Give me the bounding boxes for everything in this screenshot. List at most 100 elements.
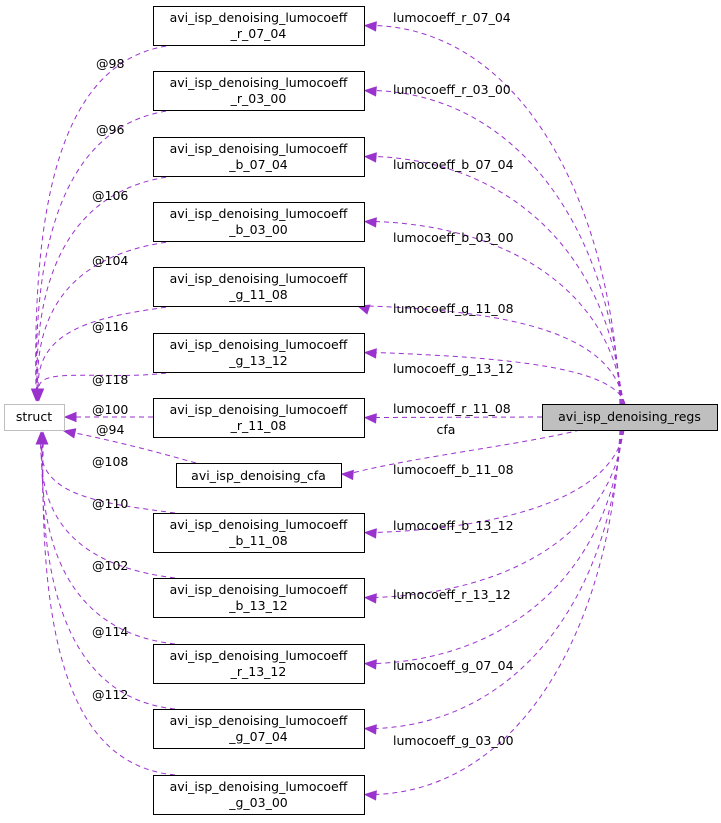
node-title-suffix: _b_13_12 xyxy=(228,598,288,613)
edge-root-to-cfa xyxy=(351,429,581,474)
node-title: avi_isp_denoising_lumocoeff xyxy=(170,271,348,286)
node-box-r_13_12[interactable] xyxy=(153,644,365,684)
node-title: avi_isp_denoising_lumocoeff xyxy=(170,582,348,597)
labels-layer: lumocoeff_r_07_04@98lumocoeff_r_03_00@96… xyxy=(92,10,514,748)
arrowhead-struct-cfa xyxy=(62,428,77,439)
node-box-root[interactable] xyxy=(542,404,718,431)
edge-root-to-r_11_08 xyxy=(375,416,543,418)
field-label-g_13_12: lumocoeff_g_13_12 xyxy=(393,361,514,376)
node-struct[interactable]: struct xyxy=(4,404,65,431)
field-label-cfa: cfa xyxy=(437,422,456,437)
node-box-b_07_04[interactable] xyxy=(153,137,365,177)
arrowhead-b_11_08 xyxy=(363,528,377,539)
edge-root-to-b_13_12 xyxy=(374,429,624,598)
node-b_07_04[interactable]: avi_isp_denoising_lumocoeff_b_07_04 xyxy=(153,137,365,177)
offset-label-b_11_08: @108 xyxy=(92,454,128,469)
node-box-r_11_08[interactable] xyxy=(153,398,365,438)
offset-label-b_07_04: @106 xyxy=(92,188,128,203)
field-label-g_11_08: lumocoeff_g_11_08 xyxy=(393,301,514,316)
edge-root-to-g_03_00 xyxy=(374,429,621,795)
edge-root-to-b_03_00 xyxy=(374,221,624,405)
edge-root-to-r_07_04 xyxy=(374,25,621,405)
edge-g_03_00-to-struct xyxy=(42,442,176,776)
node-g_03_00[interactable]: avi_isp_denoising_lumocoeff_g_03_00 xyxy=(153,775,365,815)
arrowhead-struct-g_03_00 xyxy=(37,431,49,445)
node-box-b_03_00[interactable] xyxy=(153,202,365,242)
offset-label-r_13_12: @102 xyxy=(92,558,128,573)
offset-label-cfa: @94 xyxy=(96,422,124,437)
field-label-b_13_12: lumocoeff_b_13_12 xyxy=(393,518,514,533)
offset-label-r_03_00: @96 xyxy=(96,122,124,137)
node-r_13_12[interactable]: avi_isp_denoising_lumocoeff_r_13_12 xyxy=(153,644,365,684)
arrowhead-struct-r_11_08 xyxy=(63,411,77,423)
node-box-g_03_00[interactable] xyxy=(153,775,365,815)
node-title-suffix: _b_07_04 xyxy=(228,157,288,172)
node-title-suffix: _r_07_04 xyxy=(230,26,287,41)
offset-label-b_03_00: @104 xyxy=(92,253,128,268)
field-label-g_03_00: lumocoeff_g_03_00 xyxy=(393,733,514,748)
arrowhead-g_13_12 xyxy=(363,348,377,359)
node-title: avi_isp_denoising_cfa xyxy=(191,468,326,483)
offset-label-r_07_04: @98 xyxy=(96,56,124,71)
node-title-suffix: _g_11_08 xyxy=(228,287,288,302)
node-title-suffix: _b_11_08 xyxy=(228,533,288,548)
edge-g_11_08-to-struct xyxy=(37,305,176,391)
edge-r_13_12-to-struct xyxy=(41,442,176,645)
edge-root-to-b_07_04 xyxy=(374,156,623,405)
node-title: avi_isp_denoising_lumocoeff xyxy=(170,10,348,25)
edge-g_13_12-to-struct xyxy=(38,371,176,391)
field-label-b_07_04: lumocoeff_b_07_04 xyxy=(393,157,514,172)
field-label-r_11_08: lumocoeff_r_11_08 xyxy=(393,401,511,416)
node-cfa[interactable]: avi_isp_denoising_cfa xyxy=(176,463,342,488)
node-r_11_08[interactable]: avi_isp_denoising_lumocoeff_r_11_08 xyxy=(153,398,365,438)
edge-root-to-g_13_12 xyxy=(374,352,626,405)
node-title: avi_isp_denoising_lumocoeff xyxy=(170,713,348,728)
node-title: avi_isp_denoising_lumocoeff xyxy=(170,402,348,417)
node-r_03_00[interactable]: avi_isp_denoising_lumocoeff_r_03_00 xyxy=(153,71,365,111)
node-box-struct[interactable] xyxy=(4,404,65,431)
arrowhead-r_13_12 xyxy=(363,659,377,670)
edge-root-to-r_03_00 xyxy=(374,90,622,405)
node-box-b_11_08[interactable] xyxy=(153,513,365,553)
edge-root-to-g_11_08 xyxy=(367,305,625,405)
node-g_11_08[interactable]: avi_isp_denoising_lumocoeff_g_11_08 xyxy=(153,267,365,307)
node-title: avi_isp_denoising_lumocoeff xyxy=(170,141,348,156)
node-title-suffix: _r_03_00 xyxy=(230,91,287,106)
offset-label-b_13_12: @110 xyxy=(92,496,128,511)
node-box-g_11_08[interactable] xyxy=(153,267,365,307)
node-title: avi_isp_denoising_lumocoeff xyxy=(170,206,348,221)
field-label-b_11_08: lumocoeff_b_11_08 xyxy=(393,462,514,477)
node-b_13_12[interactable]: avi_isp_denoising_lumocoeff_b_13_12 xyxy=(153,578,365,618)
node-title-suffix: _b_03_00 xyxy=(228,222,288,237)
node-b_03_00[interactable]: avi_isp_denoising_lumocoeff_b_03_00 xyxy=(153,202,365,242)
offset-label-g_03_00: @112 xyxy=(92,687,128,702)
arrowhead-g_03_00 xyxy=(363,790,377,801)
node-box-cfa[interactable] xyxy=(176,463,342,488)
node-b_11_08[interactable]: avi_isp_denoising_lumocoeff_b_11_08 xyxy=(153,513,365,553)
node-title: struct xyxy=(16,409,52,424)
offset-label-g_11_08: @116 xyxy=(92,319,128,334)
arrowhead-struct-g_13_12 xyxy=(33,388,45,402)
node-r_07_04[interactable]: avi_isp_denoising_lumocoeff_r_07_04 xyxy=(153,6,365,46)
edge-cfa-to-struct xyxy=(74,432,197,464)
node-box-b_13_12[interactable] xyxy=(153,578,365,618)
node-box-g_07_04[interactable] xyxy=(153,709,365,749)
arrowhead-cfa xyxy=(340,469,354,481)
edge-b_03_00-to-struct xyxy=(37,240,176,391)
node-box-g_13_12[interactable] xyxy=(153,333,365,373)
node-title-suffix: _g_13_12 xyxy=(228,353,288,368)
arrowhead-r_11_08 xyxy=(363,413,377,424)
arrowhead-r_07_04 xyxy=(363,21,377,32)
node-root[interactable]: avi_isp_denoising_regs xyxy=(542,404,718,431)
arrowhead-b_13_12 xyxy=(363,593,377,604)
node-box-r_07_04[interactable] xyxy=(153,6,365,46)
node-title: avi_isp_denoising_lumocoeff xyxy=(170,75,348,90)
node-title: avi_isp_denoising_regs xyxy=(558,409,701,424)
field-label-b_03_00: lumocoeff_b_03_00 xyxy=(393,230,514,245)
offset-label-g_07_04: @114 xyxy=(92,624,128,639)
node-box-r_03_00[interactable] xyxy=(153,71,365,111)
edge-b_07_04-to-struct xyxy=(36,175,176,391)
node-g_07_04[interactable]: avi_isp_denoising_lumocoeff_g_07_04 xyxy=(153,709,365,749)
node-g_13_12[interactable]: avi_isp_denoising_lumocoeff_g_13_12 xyxy=(153,333,365,373)
